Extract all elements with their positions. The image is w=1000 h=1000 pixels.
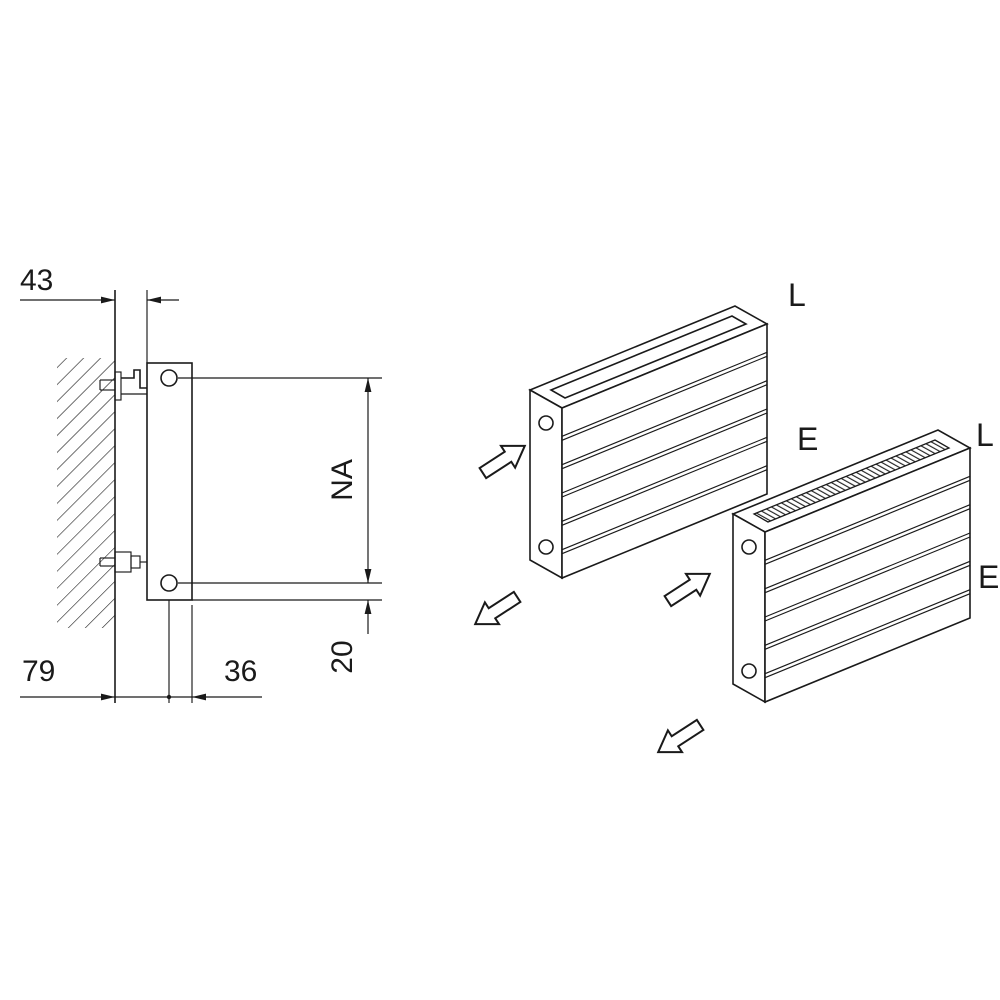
dimension-na: NA	[326, 378, 372, 583]
pipe-connection-top	[160, 369, 178, 387]
dimension-20-label: 20	[326, 640, 359, 673]
arrowhead-down	[364, 569, 372, 583]
airflow-out-arrow-2	[656, 718, 705, 754]
front-slats	[764, 475, 971, 679]
dimension-36-label: 36	[224, 655, 257, 688]
radiator-2-label-e: E	[978, 559, 999, 595]
arrowhead-up	[364, 600, 372, 614]
side-view: 43	[20, 264, 382, 703]
dimension-79-36: 79 36	[20, 600, 262, 703]
top-air-slot	[549, 315, 748, 399]
arrowhead-up	[364, 378, 372, 392]
dimension-79-label: 79	[22, 655, 55, 688]
radiator-2-label-l: L	[976, 417, 994, 453]
bracket-block	[114, 551, 132, 573]
radiator-section	[146, 362, 193, 601]
arrowhead-left	[192, 693, 206, 701]
airflow-in-arrow-2	[663, 572, 712, 608]
arrowhead-right	[101, 693, 115, 701]
top-grille	[752, 439, 951, 523]
pipe-connection-bottom	[741, 663, 757, 679]
isometric-view: L E L E	[473, 277, 999, 754]
dimension-43: 43	[20, 264, 179, 363]
pipe-connection-top	[741, 539, 757, 555]
wall-bracket-bottom	[99, 551, 147, 573]
radiator-1: L E	[528, 277, 818, 580]
dimension-43-label: 43	[20, 264, 53, 297]
pipe-connection-bottom	[538, 539, 554, 555]
dimension-na-label: NA	[326, 459, 359, 501]
axis-point	[166, 694, 172, 700]
bracket-plate	[114, 371, 122, 401]
airflow-in-arrow-1	[478, 444, 527, 480]
wall-hatch	[57, 358, 115, 628]
bracket-spacer	[130, 555, 141, 569]
arrowhead-right	[101, 296, 115, 304]
airflow-arrows	[473, 444, 712, 754]
arrowhead-left	[147, 296, 161, 304]
bracket-hook	[121, 369, 147, 389]
pipe-connection-bottom	[160, 574, 178, 592]
airflow-out-arrow-1	[473, 590, 522, 626]
dimension-20: 20	[326, 600, 372, 674]
radiator-2: L E	[731, 417, 999, 704]
radiator-1-label-l: L	[788, 277, 806, 313]
radiator-1-label-e: E	[797, 421, 818, 457]
pipe-connection-top	[538, 415, 554, 431]
wall-bracket-top	[99, 369, 147, 401]
front-slats	[561, 351, 768, 555]
